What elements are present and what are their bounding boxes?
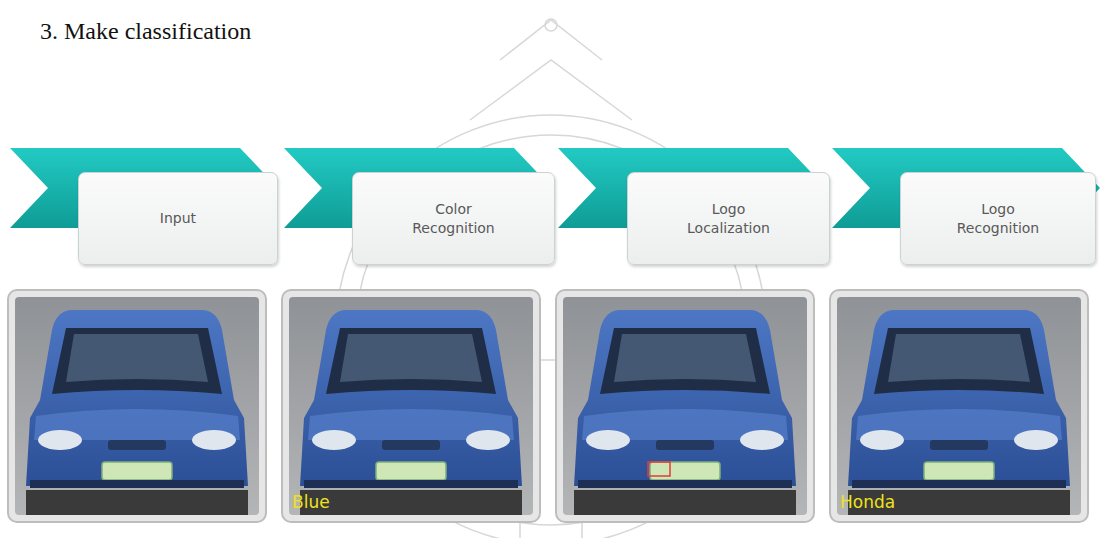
process-box: Logo Recognition — [900, 172, 1096, 265]
logo-box — [648, 462, 670, 476]
step-label: Input — [160, 209, 196, 228]
car-photo — [8, 290, 266, 522]
process-box: Input — [78, 172, 278, 265]
process-box: Logo Localization — [627, 172, 830, 265]
step-label: Logo Localization — [679, 200, 779, 238]
step-label: Logo Recognition — [948, 200, 1048, 238]
step-label: Color Recognition — [404, 200, 504, 238]
result-label: Blue — [292, 492, 330, 512]
car-photo — [556, 290, 814, 522]
result-label: Honda — [840, 492, 895, 512]
process-box: Color Recognition — [352, 172, 555, 265]
car-photo — [282, 290, 540, 522]
car-photo — [830, 290, 1088, 522]
section-heading: 3. Make classification — [40, 18, 251, 45]
